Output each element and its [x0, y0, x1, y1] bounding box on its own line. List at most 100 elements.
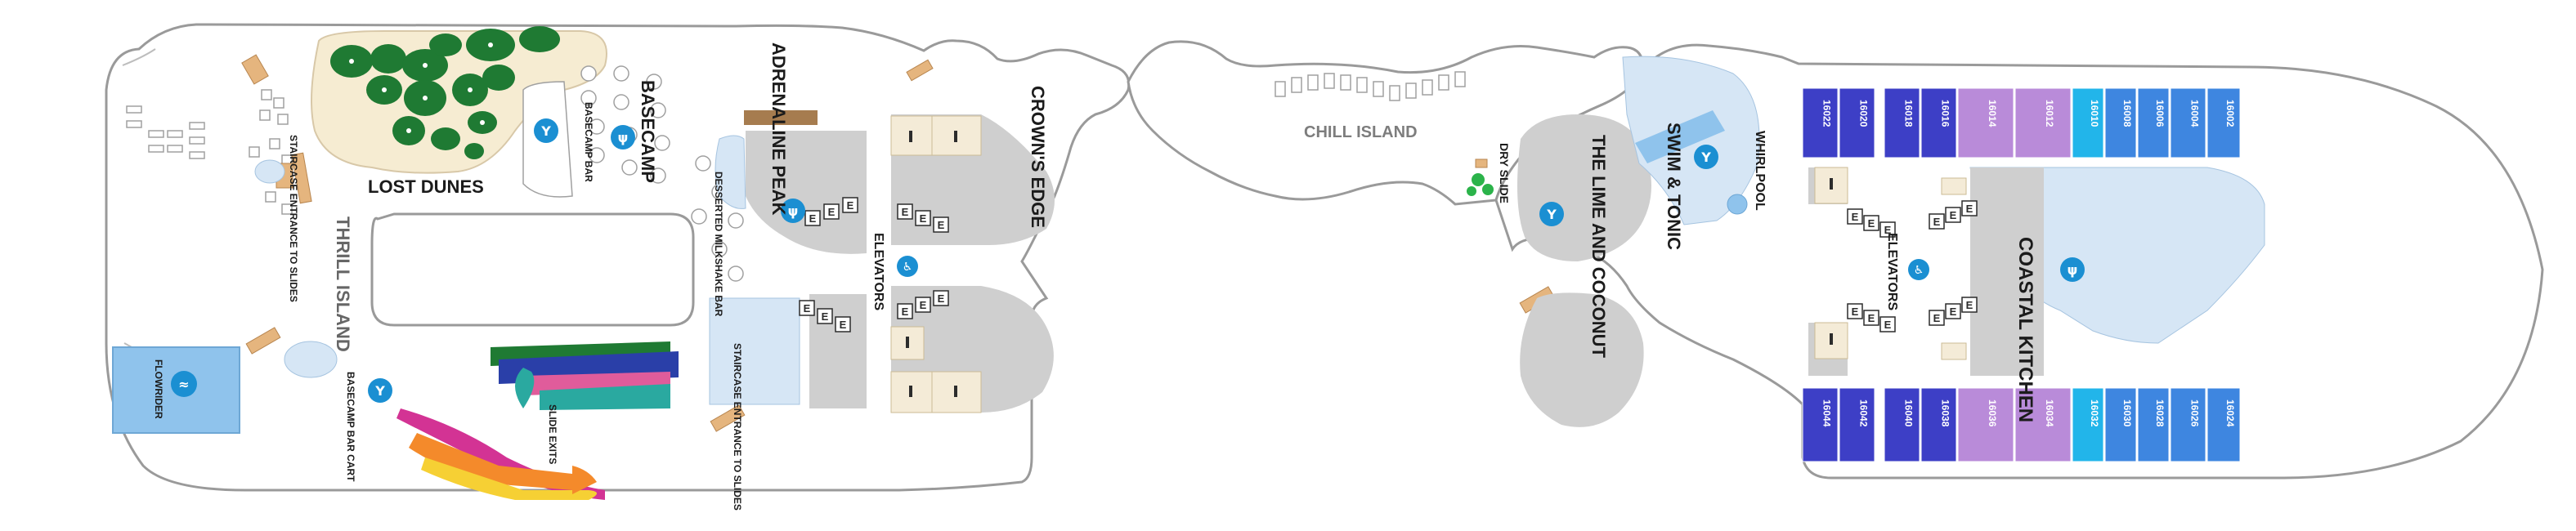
flowrider-label: FLOWRIDER	[153, 359, 164, 419]
slide-exits-label: SLIDE EXITS	[547, 404, 558, 464]
svg-text:♿: ♿	[1914, 264, 1924, 277]
elevator-icon	[1863, 215, 1879, 231]
cabin-number: 16014	[1987, 100, 1998, 127]
cabin-16030[interactable]	[2104, 387, 2137, 462]
elevator-icon	[1879, 316, 1896, 332]
elevator-icon	[915, 297, 931, 313]
cocktail-icon-swim-tonic: Y	[1694, 145, 1718, 169]
cabin-number: 16008	[2121, 100, 2133, 127]
elevator-icon	[915, 210, 931, 226]
cabin-16038[interactable]	[1920, 387, 1957, 462]
restrooms-aft	[1814, 167, 1967, 360]
dry-slide-label: DRY SLIDE	[1498, 143, 1511, 203]
elevator-letter: E	[828, 206, 836, 218]
whirlpool-label: WHIRLPOOL	[1753, 131, 1767, 211]
elevator-letter: E	[840, 319, 847, 331]
elevator-icon	[1945, 303, 1961, 319]
lost-dunes-mini-golf	[311, 26, 607, 174]
thrill-island-label: THRILL ISLAND	[333, 216, 353, 352]
elevator-icon	[1847, 303, 1863, 319]
cabin-16028[interactable]	[2137, 387, 2170, 462]
lime-and-coconut-label: THE LIME AND COCONUT	[1588, 135, 1609, 359]
elevator-letter: E	[920, 299, 927, 311]
coastal-kitchen-label: COASTAL KITCHEN	[2014, 237, 2036, 422]
cabin-16044[interactable]	[1802, 387, 1839, 462]
svg-text:ψ: ψ	[2068, 262, 2078, 278]
cabin-16004[interactable]	[2170, 87, 2206, 158]
dining-icon-basecamp: ψ	[611, 125, 635, 149]
cabin-16042[interactable]	[1839, 387, 1875, 462]
staircase-top-label: STAIRCASE ENTRANCE TO SLIDES	[288, 135, 299, 302]
crowns-edge-label: CROWN'S EDGE	[1028, 86, 1048, 228]
swim-and-tonic-label: SWIM & TONIC	[1664, 123, 1684, 250]
chill-island-label: CHILL ISLAND	[1304, 123, 1418, 141]
elevator-icon	[933, 216, 949, 233]
elevator-letter: E	[902, 306, 909, 318]
basecamp-bar-cart-label: BASECAMP BAR CART	[345, 372, 356, 482]
cabin-16010[interactable]	[2072, 87, 2104, 158]
elevator-letter: E	[920, 212, 927, 225]
cabin-16020[interactable]	[1839, 87, 1875, 158]
basecamp-bar-label: BASECAMP BAR	[583, 102, 594, 182]
elevator-letter: E	[804, 302, 811, 315]
cabin-number: 16032	[2089, 399, 2100, 427]
adrenaline-peak-wall	[744, 110, 818, 125]
cabin-16036[interactable]	[1957, 387, 2014, 462]
restroom-icons-aft	[1830, 178, 1833, 345]
elevator-letter: E	[822, 310, 829, 323]
svg-text:Y: Y	[1700, 149, 1711, 165]
cabin-16012[interactable]	[2014, 87, 2072, 158]
cabin-number: 16010	[2089, 100, 2100, 127]
svg-text:♿: ♿	[903, 261, 913, 274]
elevator-icon	[1847, 208, 1863, 225]
cabin-number: 16040	[1903, 399, 1915, 427]
cabin-16016[interactable]	[1920, 87, 1957, 158]
forward-pools	[254, 135, 800, 405]
cabin-number: 16034	[2044, 399, 2055, 427]
cabin-16018[interactable]	[1884, 87, 1920, 158]
cabin-number: 16028	[2154, 399, 2166, 427]
cabin-number: 16024	[2224, 399, 2236, 427]
accessible-icon-forward: ♿	[897, 256, 918, 277]
elevator-icon	[823, 203, 840, 220]
elevator-letter: E	[1950, 209, 1957, 221]
accessible-icon-aft: ♿	[1908, 259, 1929, 280]
elevator-icon	[799, 300, 815, 316]
cabin-number: 16020	[1858, 100, 1870, 127]
dining-icon-milkshake: ψ	[781, 199, 805, 223]
flowrider-icon: ≈	[171, 371, 197, 397]
lost-dunes-label: LOST DUNES	[368, 176, 484, 197]
elevator-icon	[1929, 213, 1945, 230]
cabin-16002[interactable]	[2206, 87, 2241, 158]
cabin-16014[interactable]	[1957, 87, 2014, 158]
elevator-icon	[897, 203, 913, 220]
cabin-16026[interactable]	[2170, 387, 2206, 462]
cabin-number: 16018	[1903, 100, 1915, 127]
cabin-16032[interactable]	[2072, 387, 2104, 462]
cabin-number: 16026	[2189, 399, 2201, 427]
cabin-number: 16006	[2154, 100, 2166, 127]
elevator-icon	[1929, 310, 1945, 326]
cabin-16008[interactable]	[2104, 87, 2137, 158]
cabin-16024[interactable]	[2206, 387, 2241, 462]
elevator-letter: E	[1884, 224, 1892, 236]
cabin-16034[interactable]	[2014, 387, 2072, 462]
dining-icon-coastal-kitchen: ψ	[2060, 257, 2085, 282]
cocktail-icon-basecamp-bar: Y	[534, 118, 558, 143]
elevator-icon	[835, 316, 851, 332]
water-slides	[396, 341, 679, 500]
svg-text:≈: ≈	[178, 377, 189, 392]
cabin-16040[interactable]	[1884, 387, 1920, 462]
cabin-16022[interactable]	[1802, 87, 1839, 158]
cocktail-icon-bar-cart: Y	[368, 378, 392, 403]
elevator-letter: E	[938, 219, 945, 231]
elevator-letter: E	[1966, 203, 1973, 215]
elevator-letter: E	[1884, 319, 1892, 331]
cabin-16006[interactable]	[2137, 87, 2170, 158]
svg-text:Y: Y	[374, 383, 385, 399]
elevator-icon	[1961, 200, 1978, 216]
elevator-icon	[817, 308, 833, 324]
